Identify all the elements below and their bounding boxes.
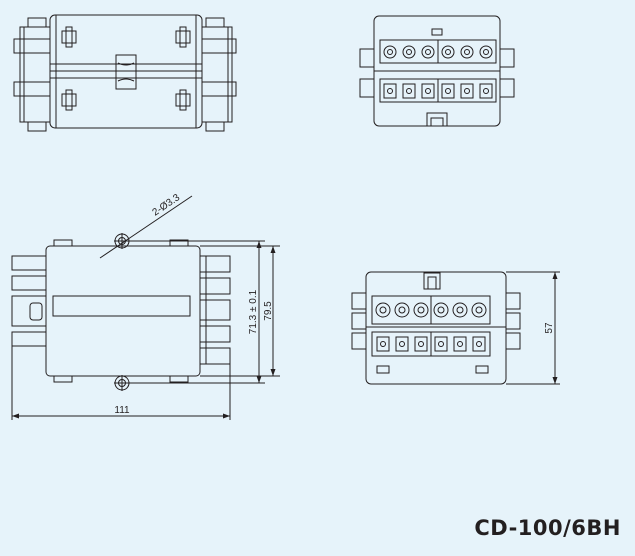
side-view xyxy=(11,195,280,420)
hole-leader xyxy=(99,195,193,259)
overall-length-label: 111 xyxy=(114,405,130,416)
mount-hole-bottom xyxy=(114,375,130,391)
end-height-label: 57 xyxy=(544,322,555,334)
front-view xyxy=(359,15,515,127)
part-number-title: CD-100/6BH xyxy=(474,516,621,540)
front-pins-top xyxy=(383,45,493,59)
end-view xyxy=(351,271,560,385)
top-view xyxy=(13,14,237,132)
mount-pitch-label: 71.3 ± 0.1 xyxy=(248,289,259,334)
front-pins-bottom xyxy=(383,83,493,99)
end-pins-bottom xyxy=(376,336,486,352)
end-pins-top xyxy=(375,302,487,318)
overall-height-label: 79.5 xyxy=(263,301,274,321)
